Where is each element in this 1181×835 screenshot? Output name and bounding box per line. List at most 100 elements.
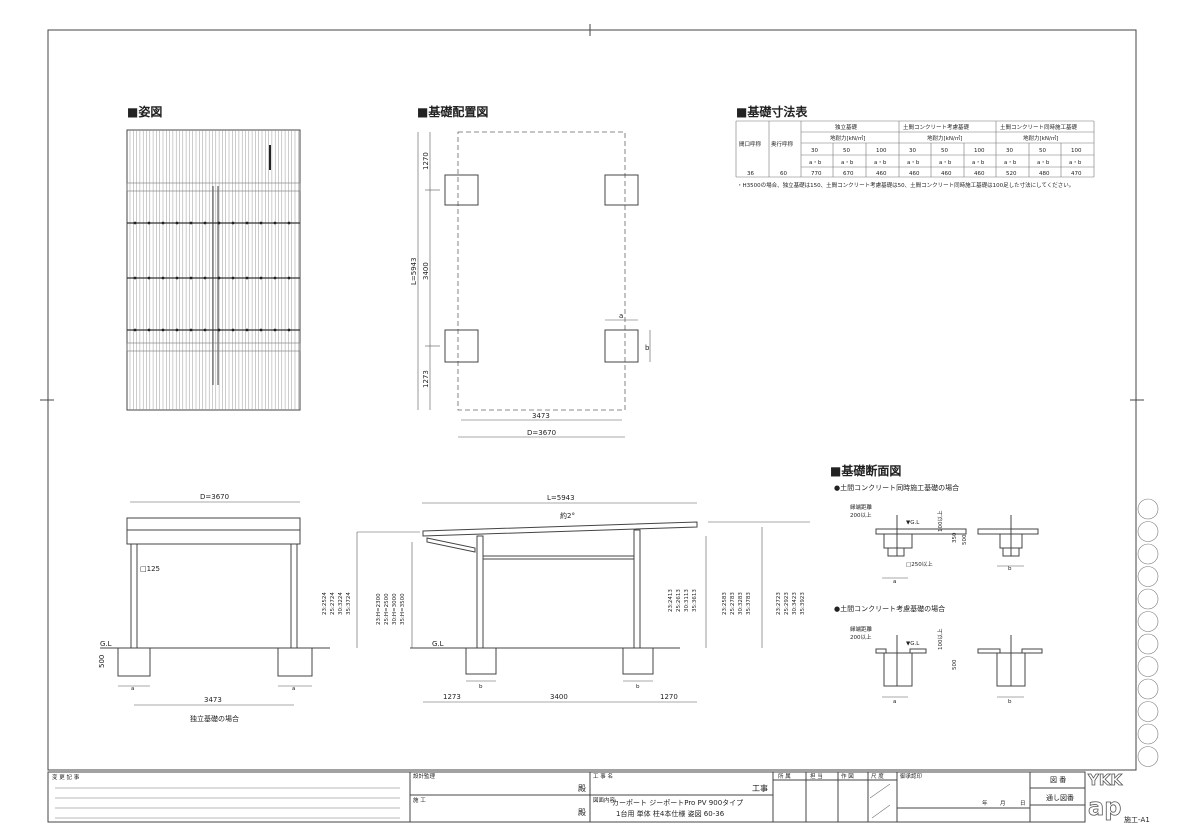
purlin-bolt (175, 328, 179, 332)
purlin-bolt (133, 276, 137, 280)
front_view-post_heights-0: 23:H=2300 (376, 593, 382, 625)
roof-plan-view (126, 129, 301, 411)
revision-circle (1137, 521, 1159, 542)
purlin-bolt (189, 221, 193, 225)
sheet-border (47, 29, 1137, 771)
front_view-mid_heights-1: 25:2613 (676, 589, 682, 612)
table-row-depth: 60 (780, 171, 787, 177)
table-value: 460 (941, 171, 952, 177)
purlin-bolt (287, 221, 291, 225)
section-a: a (893, 579, 896, 585)
purlin-bolt (259, 328, 263, 332)
table-ab: a・b (1069, 160, 1082, 166)
section-gl: ▼G.L (906, 520, 920, 526)
section-b: b (1008, 566, 1012, 572)
table-groups-0: 独立基礎 (835, 123, 858, 131)
revision-circle (1137, 611, 1159, 632)
side-elevation: D=3670 G.L 500 □125 a a 3473 独立基礎の場合 23:… (98, 493, 358, 723)
title_block-drawing_line2: 1台用 単体 柱4本仕様 姿図 60-36 (616, 809, 725, 818)
purlin-bolt (245, 221, 249, 225)
purlin-bolt (161, 276, 165, 280)
purlin-bolt (161, 221, 165, 225)
table-groups-2: 土間コンクリート同時施工基礎 (1000, 123, 1078, 131)
front_view-dims-2: 1270 (660, 693, 678, 701)
side_view-caption: 独立基礎の場合 (190, 714, 239, 723)
side_view-a: a (131, 686, 134, 692)
table-load: 100 (974, 148, 985, 154)
table-value: 460 (909, 171, 920, 177)
purlin-bolt (147, 328, 151, 332)
revision-circle (1137, 701, 1159, 722)
table-value: 480 (1039, 171, 1050, 177)
table-ab: a・b (972, 160, 985, 166)
table-value: 770 (811, 171, 822, 177)
section-a: a (893, 699, 896, 705)
revision-circle (1137, 746, 1159, 767)
section-edge: 縁端距離 (850, 625, 873, 633)
table-value: 470 (1071, 171, 1082, 177)
purlin-bolt (231, 328, 235, 332)
table-value: 520 (1006, 171, 1017, 177)
layout_plan-a: a (619, 312, 623, 320)
front_view-mid_heights-2: 30:3113 (684, 589, 690, 612)
section-d350: 350 (952, 532, 958, 543)
heading-section: ■基礎断面図 (830, 463, 901, 478)
table-load: 100 (1071, 148, 1082, 154)
table-ab: a・b (874, 160, 887, 166)
purlin-bolt (245, 276, 249, 280)
purlin-bolt (189, 276, 193, 280)
heading-layout: ■基礎配置図 (417, 104, 488, 119)
section-sq: □250以上 (906, 560, 933, 568)
purlin-bolt (273, 328, 277, 332)
revision-circle (1137, 633, 1159, 655)
table-value: 460 (876, 171, 887, 177)
purlin-bolt (203, 276, 207, 280)
section-edge: 縁端距離 (850, 503, 873, 511)
table-load: 50 (843, 148, 850, 154)
section-edge_val: 200以上 (850, 633, 872, 641)
front_view-top_heights-3: 35:3923 (800, 592, 806, 615)
title_block-approval: 御承認印 (900, 772, 923, 780)
purlin-bolt (217, 328, 221, 332)
front_view-top_heights-1: 25:2923 (784, 592, 790, 615)
revision-circles (1137, 498, 1159, 767)
title_block-change_log: 変 更 記 事 (52, 773, 80, 781)
table-bearing: 地耐力[kN/㎡] (830, 134, 865, 142)
section-b: b (1008, 699, 1012, 705)
section-case2: ●土間コンクリート考慮基礎の場合 (834, 604, 945, 613)
layout_plan-top: 1270 (422, 152, 430, 170)
title_block-date-2: 日 (1020, 800, 1026, 807)
side_view-span: 3473 (204, 696, 222, 704)
front_view-dims-1: 3400 (550, 693, 568, 701)
purlin-bolt (287, 328, 291, 332)
title_block-drawing_content_label: 図面内容 (593, 796, 616, 804)
title_block-date-0: 年 (982, 799, 988, 807)
title_block-sama: 殿 (578, 808, 586, 817)
table-load: 30 (811, 148, 818, 154)
side_view-width: D=3670 (200, 493, 229, 501)
title_block-drawing_line1: カーポート ジーポートPro PV 900タイプ (612, 798, 743, 807)
front-elevation: L=5943 約2° G.L 23:H=2300 25:H=2500 30:H=… (357, 494, 810, 703)
side_view-post: □125 (140, 565, 160, 573)
revision-circle (1137, 588, 1159, 610)
table-ab: a・b (1037, 160, 1050, 166)
purlin-bolt (259, 221, 263, 225)
title_block-sama: 殿 (578, 784, 586, 793)
table-bearing: 地耐力[kN/㎡] (927, 134, 962, 142)
purlin-bolt (147, 221, 151, 225)
front_view-post_heights-1: 25:H=2500 (384, 593, 390, 625)
layout_plan-b: b (645, 344, 650, 352)
front_view-rear_heights-0: 23:2583 (722, 592, 728, 615)
purlin-bolt (203, 328, 207, 332)
purlin-bolt (231, 276, 235, 280)
table-bearing: 地耐力[kN/㎡] (1023, 134, 1058, 142)
title_block-cells-0: 所 属 (778, 772, 791, 780)
table-ab: a・b (841, 160, 854, 166)
table-col_span: 間口呼称 (739, 140, 762, 148)
front_view-rear_heights-2: 30:3283 (738, 592, 744, 615)
front_view-top_heights-2: 30:3423 (792, 592, 798, 615)
title_block-cells-2: 作 図 (841, 772, 854, 780)
title_block-design_supervision: 設計監理 (413, 772, 436, 780)
section-gl: ▼G.L (906, 641, 920, 647)
ykk-ap-logo: YKK (1087, 771, 1123, 789)
